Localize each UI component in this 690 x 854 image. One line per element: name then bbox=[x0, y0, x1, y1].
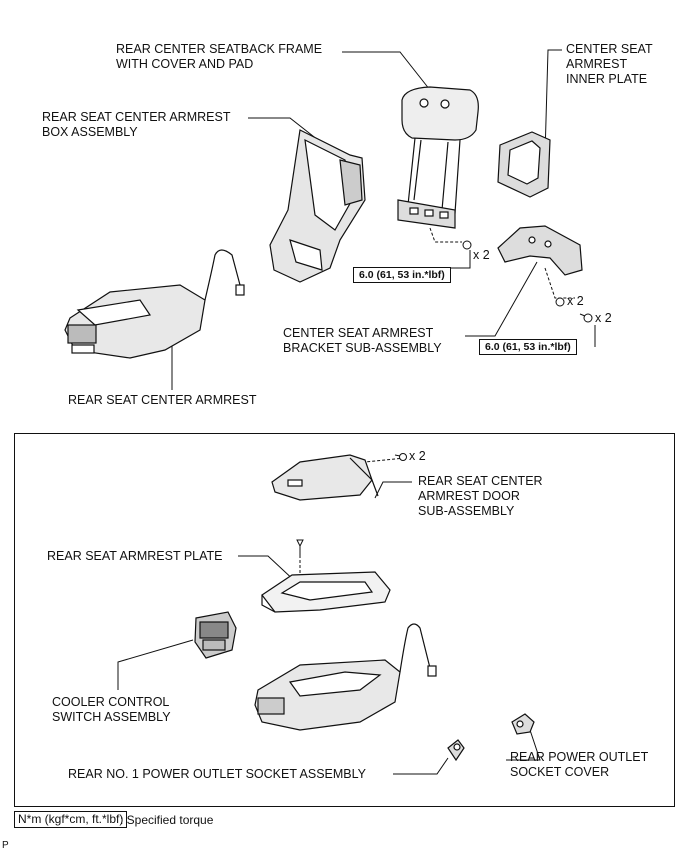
bracket-bolt-part bbox=[579, 313, 593, 323]
legend-torque-key: N*m (kgf*cm, ft.*lbf) bbox=[14, 811, 128, 828]
cooler-switch-part bbox=[194, 611, 237, 659]
leader-bracket bbox=[465, 261, 538, 337]
label-outlet-cover: REAR POWER OUTLET SOCKET COVER bbox=[510, 750, 649, 779]
dash-door-screw bbox=[364, 457, 406, 463]
frame-nut-part bbox=[462, 240, 472, 250]
leader-outlet-socket bbox=[393, 757, 449, 775]
label-outlet-socket: REAR NO. 1 POWER OUTLET SOCKET ASSEMBLY bbox=[68, 767, 366, 781]
detail-frame bbox=[14, 433, 675, 807]
leader-frame-torque bbox=[440, 250, 471, 269]
qty-frame-nut: x 2 bbox=[473, 248, 490, 262]
center-armrest-part bbox=[64, 249, 245, 359]
figure-code: P bbox=[2, 840, 9, 851]
leader-inner-plate bbox=[544, 49, 562, 156]
armrest-box-part bbox=[269, 129, 366, 283]
leader-seatback-frame bbox=[342, 51, 431, 91]
label-seatback-frame: REAR CENTER SEATBACK FRAME WITH COVER AN… bbox=[116, 42, 323, 71]
outlet-socket-part bbox=[447, 739, 465, 762]
dash-frame-nut bbox=[429, 227, 462, 243]
plate-screw-part bbox=[296, 539, 304, 556]
leader-armrest-door bbox=[374, 481, 412, 499]
label-inner-plate: CENTER SEAT ARMREST INNER PLATE bbox=[566, 42, 653, 86]
leader-outlet-cover bbox=[506, 729, 541, 761]
leader-armrest-box bbox=[248, 117, 319, 141]
label-armrest-box: REAR SEAT CENTER ARMREST BOX ASSEMBLY bbox=[42, 110, 231, 139]
door-screw-part bbox=[394, 453, 407, 461]
torque-frame-nut: 6.0 (61, 53 in.*lbf) bbox=[353, 267, 451, 283]
dash-bracket bbox=[544, 267, 575, 299]
seatback-frame-part bbox=[397, 86, 479, 229]
torque-bracket-nut: 6.0 (61, 53 in.*lbf) bbox=[479, 339, 577, 355]
armrest-plate-part bbox=[261, 571, 391, 613]
qty-bracket-bolt: x 2 bbox=[595, 311, 612, 325]
label-center-armrest: REAR SEAT CENTER ARMREST bbox=[68, 393, 257, 407]
lower-armrest-body-part bbox=[254, 623, 437, 731]
label-armrest-plate: REAR SEAT ARMREST PLATE bbox=[47, 549, 223, 563]
bracket-nut-part bbox=[555, 297, 565, 307]
bracket-part bbox=[497, 225, 583, 276]
outlet-cover-part bbox=[511, 713, 535, 735]
label-cooler-switch: COOLER CONTROL SWITCH ASSEMBLY bbox=[52, 695, 171, 724]
inner-plate-part bbox=[497, 131, 551, 198]
legend-torque-description: : Specified torque bbox=[120, 813, 214, 827]
qty-door-screw: x 2 bbox=[409, 449, 426, 463]
label-armrest-door: REAR SEAT CENTER ARMREST DOOR SUB-ASSEMB… bbox=[418, 474, 543, 518]
qty-bracket-nut: x 2 bbox=[567, 294, 584, 308]
leader-cooler-switch bbox=[117, 639, 194, 690]
armrest-door-part bbox=[271, 454, 379, 501]
leader-armrest-plate bbox=[238, 555, 299, 585]
label-bracket: CENTER SEAT ARMREST BRACKET SUB-ASSEMBLY bbox=[283, 326, 442, 355]
